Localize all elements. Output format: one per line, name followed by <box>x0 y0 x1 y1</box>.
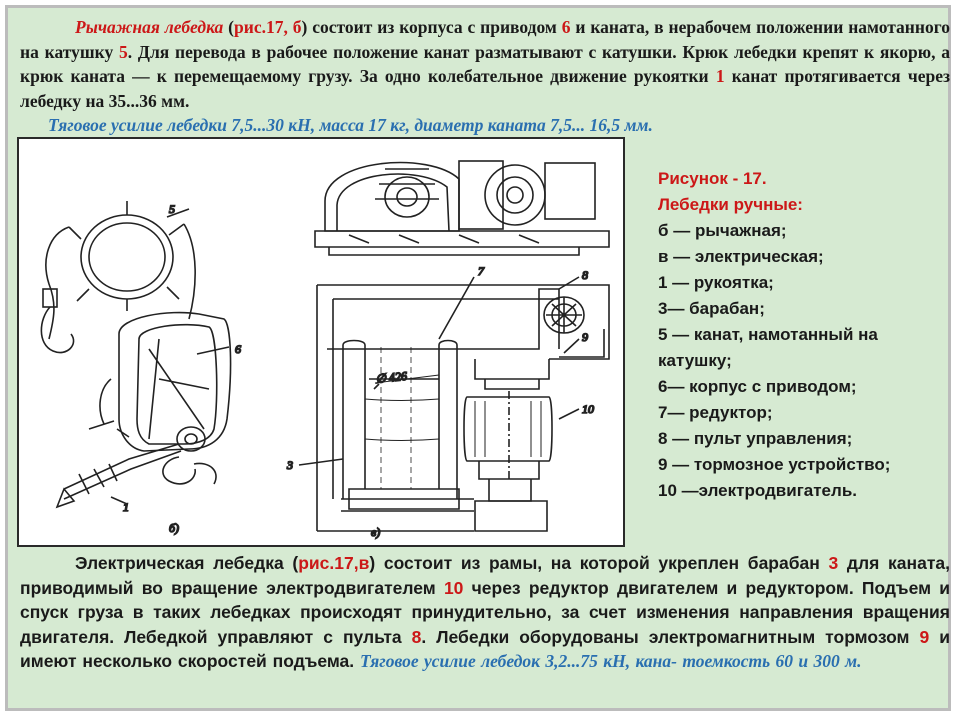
text-fragment: и каната, в нерабочем положении намотанн… <box>20 17 950 62</box>
caption-item: в — электрическая; <box>658 247 824 266</box>
ref-number-10: 10 <box>443 577 464 598</box>
text-fragment: канат протягивается через лебедку на 35.… <box>20 66 950 111</box>
ref-number-6: 6 <box>561 17 571 37</box>
text-fragment: Электрическая лебедка ( <box>75 553 299 573</box>
ref-number-9: 9 <box>919 626 930 647</box>
label-9: 9 <box>582 330 588 344</box>
text-fragment: через редуктор двигателем и редуктором. … <box>20 577 950 647</box>
ref-number-1: 1 <box>715 66 725 86</box>
technical-drawing: 5 6 1 б) <box>40 160 610 540</box>
caption-item: 9 — тормозное устройство; <box>658 455 891 474</box>
ref-number-5: 5 <box>119 41 128 62</box>
lever-winch-drawing <box>40 201 232 509</box>
text-fragment: ( <box>223 17 234 37</box>
ref-number-8: 8 <box>411 626 422 647</box>
text-fragment: ) состоит из корпуса с приводом <box>301 17 562 37</box>
caption-item: 5 — канат, намотанный на катушку; <box>658 325 878 370</box>
label-5: 5 <box>169 202 175 216</box>
figure-winch-drawings: 5 6 1 б) <box>17 137 625 547</box>
label-7: 7 <box>478 264 485 278</box>
label-6: 6 <box>235 342 241 356</box>
caption-item: 8 — пульт управления; <box>658 429 853 448</box>
label-diameter: ∅ 426 <box>375 369 408 386</box>
caption-title: Рисунок - 17. <box>658 169 767 188</box>
caption-item: 1 — рукоятка; <box>658 273 774 292</box>
figure-ref-17b: рис.17, б <box>234 17 302 37</box>
caption-subtitle: Лебедки ручные: <box>658 195 803 214</box>
caption-item: б — рычажная; <box>658 221 787 240</box>
label-8: 8 <box>582 268 588 282</box>
label-1: 1 <box>123 500 129 514</box>
text-fragment: для каната, приводимый во вращение элект… <box>20 553 950 598</box>
text-fragment: и имеют несколько скоростей подъема. <box>20 626 950 672</box>
electric-winch-top-view <box>314 160 610 256</box>
slide: Рычажная лебедка (рис.17, б) состоит из … <box>5 5 951 711</box>
caption-item: 10 —электродвигатель. <box>658 481 857 500</box>
traction-specs-line: Тяговое усилие лебедки 7,5...30 кН, масс… <box>48 115 653 135</box>
caption-item: 3— барабан; <box>658 299 765 318</box>
electric-winch-side-view <box>298 276 610 532</box>
term-lever-winch: Рычажная лебедка <box>75 17 224 37</box>
text-fragment: ) состоит из рамы, на которой укреплен б… <box>369 553 829 573</box>
label-3: 3 <box>286 458 293 472</box>
figure-ref-17v: рис.17,в <box>298 553 370 573</box>
ref-number-3: 3 <box>828 553 839 573</box>
text-fragment: . Для перевода в рабочее положение канат… <box>20 41 950 87</box>
top-paragraph: Рычажная лебедка (рис.17, б) состоит из … <box>20 15 950 138</box>
caption-item: 7— редуктор; <box>658 403 773 422</box>
label-sub-b: б) <box>169 521 179 535</box>
figure-caption: Рисунок - 17. Лебедки ручные: б — рычажн… <box>658 166 948 504</box>
caption-item: 6— корпус с приводом; <box>658 377 857 396</box>
traction-specs-electric: Тяговое усилие лебедок 3,2...75 кН, кана… <box>360 651 862 671</box>
bottom-paragraph: Электрическая лебедка (рис.17,в) состоит… <box>20 551 950 674</box>
label-10: 10 <box>582 402 594 416</box>
label-sub-v: в) <box>371 525 380 539</box>
text-fragment: . Лебедки оборудованы электромагнитным т… <box>421 626 920 647</box>
